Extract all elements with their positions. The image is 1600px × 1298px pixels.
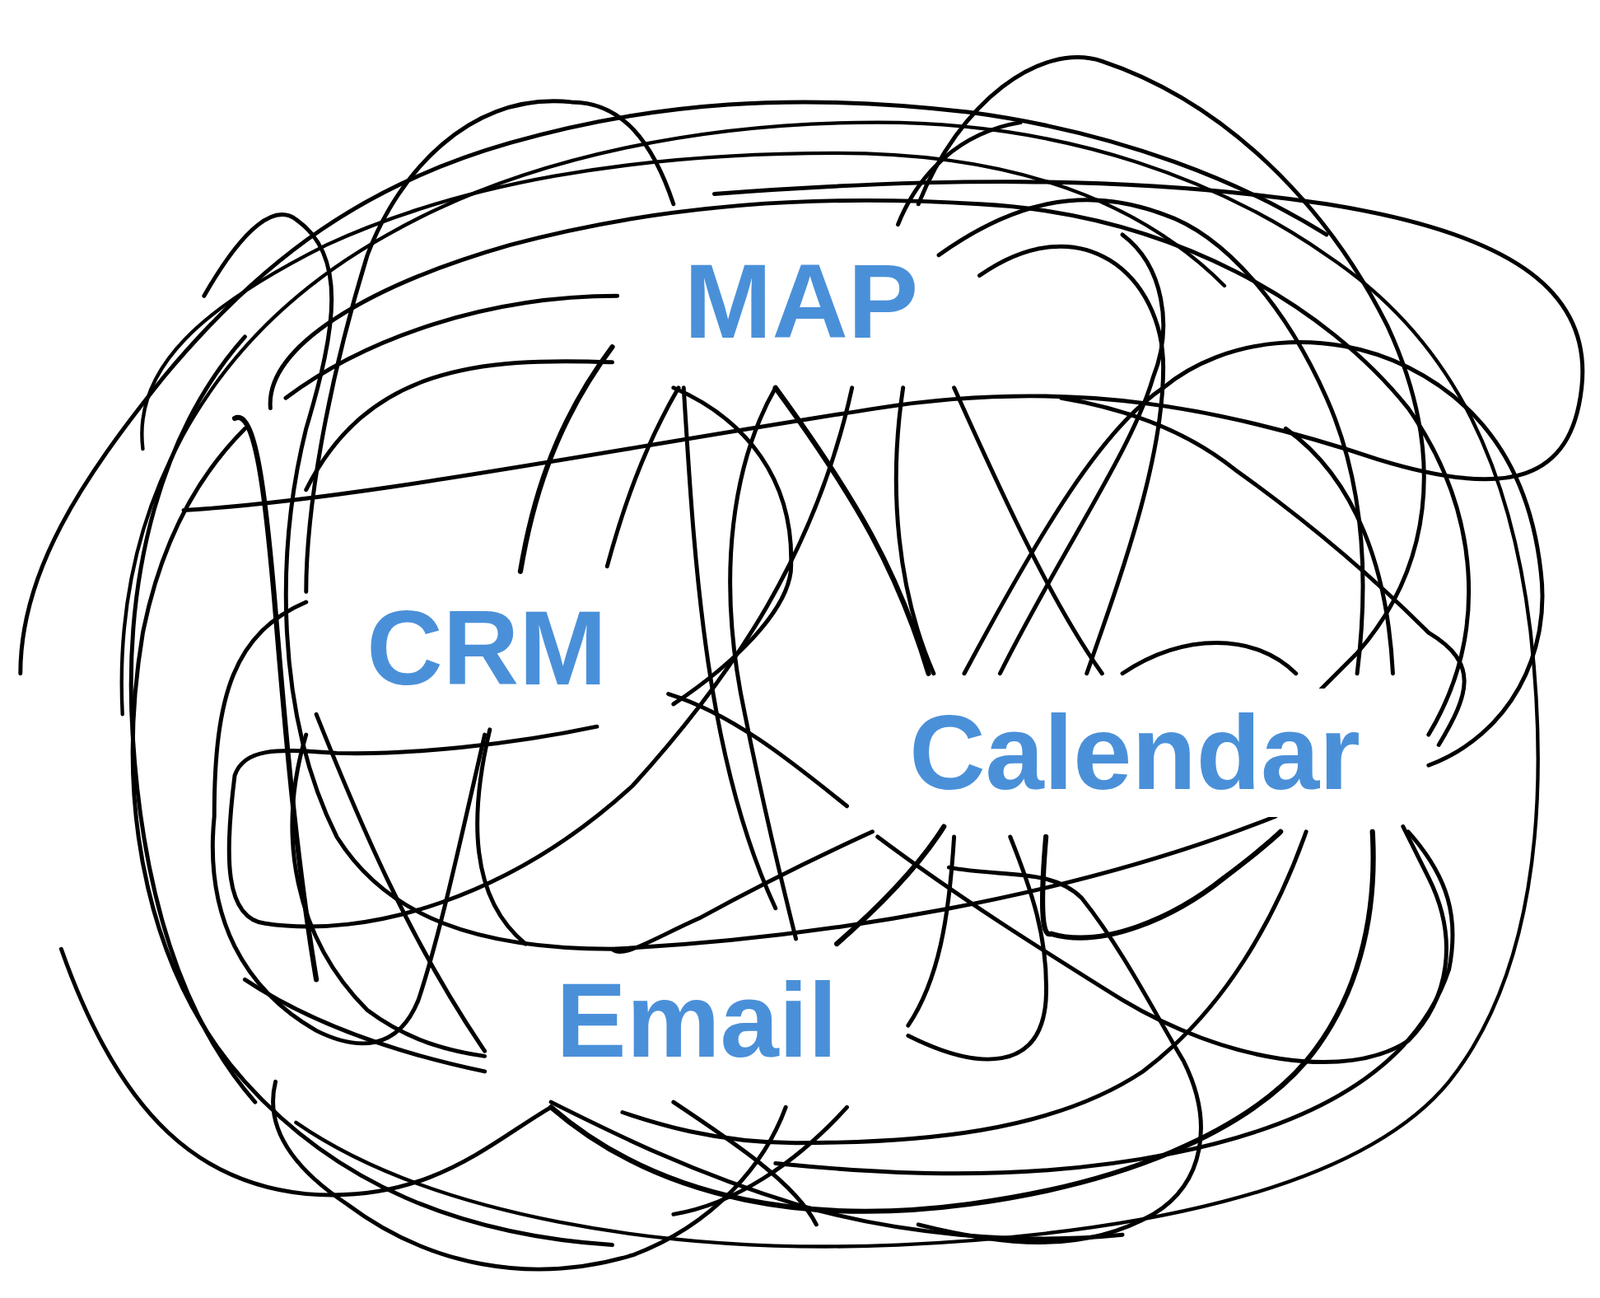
system-label: CRM (348, 583, 626, 713)
system-label: MAP (666, 237, 937, 366)
system-label: Email (537, 956, 856, 1085)
system-label: Calendar (890, 688, 1379, 817)
